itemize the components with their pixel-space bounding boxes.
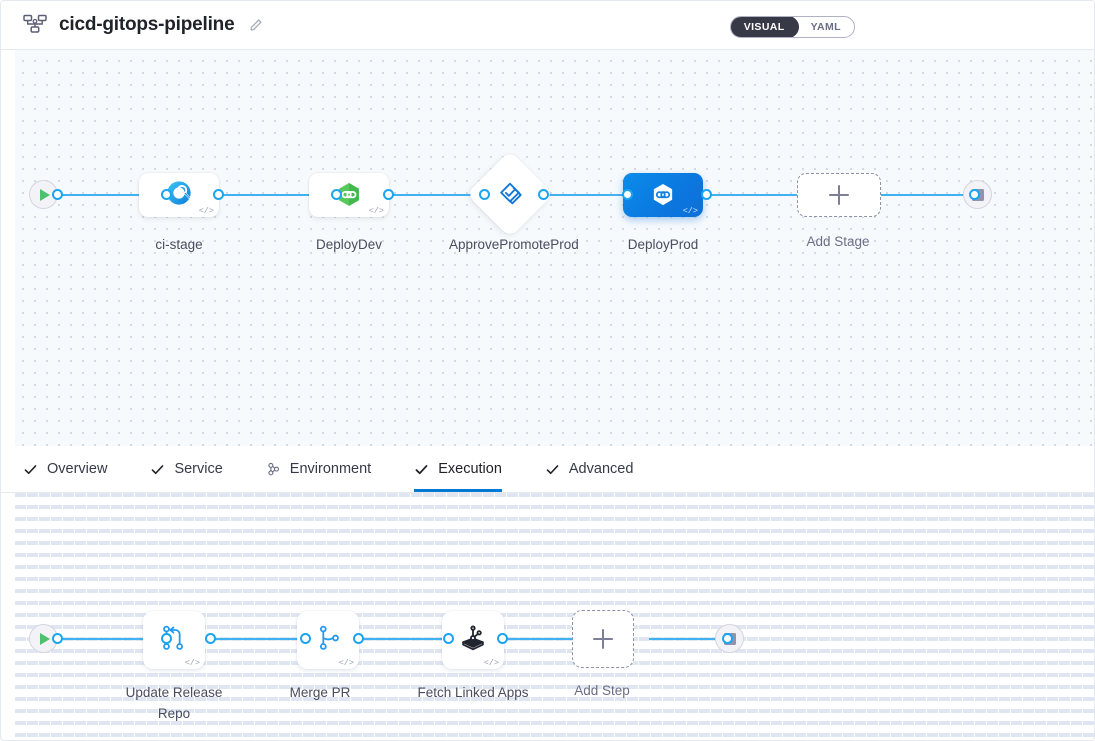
stage-node-ci-stage[interactable]: </> bbox=[139, 173, 219, 217]
port-merge-out[interactable] bbox=[353, 633, 364, 644]
port-step-start-out[interactable] bbox=[52, 633, 63, 644]
step-label-merge-pr: Merge PR bbox=[289, 685, 351, 700]
code-badge: </> bbox=[198, 205, 214, 216]
port-update-in[interactable] bbox=[161, 633, 172, 644]
stage-label-deploydev: DeployDev bbox=[315, 237, 383, 252]
code-badge: </> bbox=[682, 205, 698, 216]
code-badge: </> bbox=[184, 657, 200, 668]
add-step-label: Add Step bbox=[574, 683, 630, 698]
edit-pencil-icon[interactable] bbox=[248, 17, 264, 33]
port-ci-out[interactable] bbox=[213, 189, 224, 200]
stage-label-approvepromoteprod: ApprovePromoteProd bbox=[449, 237, 579, 252]
edge-fetch-to-addstep bbox=[489, 638, 579, 640]
tab-environment[interactable]: Environment bbox=[266, 446, 371, 492]
tab-overview[interactable]: Overview bbox=[23, 446, 107, 492]
view-mode-toggle[interactable]: VISUAL YAML bbox=[729, 16, 855, 38]
page-title: cicd-gitops-pipeline bbox=[59, 14, 235, 35]
add-stage-button[interactable] bbox=[797, 173, 881, 217]
toggle-visual[interactable]: VISUAL bbox=[730, 17, 799, 37]
edge-addstep-to-end bbox=[649, 638, 729, 640]
check-icon bbox=[414, 462, 429, 477]
pipeline-icon bbox=[23, 14, 47, 36]
play-icon bbox=[40, 632, 50, 645]
step-graph-canvas[interactable]: </> Update Release Repo </> Mer bbox=[15, 493, 1094, 740]
port-fetch-out[interactable] bbox=[497, 633, 508, 644]
play-icon bbox=[40, 188, 50, 201]
port-deployprod-in[interactable] bbox=[622, 189, 633, 200]
header-bar: cicd-gitops-pipeline VISUAL YAML bbox=[1, 1, 1094, 50]
tab-label: Environment bbox=[289, 461, 372, 477]
stage-config-tabs[interactable]: Overview Service Environment bbox=[1, 446, 1094, 493]
tab-service[interactable]: Service bbox=[150, 446, 223, 492]
tab-label: Advanced bbox=[568, 461, 634, 477]
code-badge: </> bbox=[368, 205, 384, 216]
check-icon bbox=[23, 462, 38, 477]
port-deploydev-in[interactable] bbox=[331, 189, 342, 200]
edge-merge-to-fetch bbox=[345, 638, 450, 640]
port-update-out[interactable] bbox=[205, 633, 216, 644]
edge-start-to-update bbox=[54, 638, 164, 640]
port-step-end-in[interactable] bbox=[722, 633, 733, 644]
hexagon-gitops-icon bbox=[648, 180, 678, 210]
port-approve-in[interactable] bbox=[479, 189, 490, 200]
port-merge-in[interactable] bbox=[300, 633, 311, 644]
tab-advanced[interactable]: Advanced bbox=[545, 446, 634, 492]
step-label-fetch-linked-apps: Fetch Linked Apps bbox=[417, 685, 529, 700]
ci-build-icon bbox=[165, 179, 193, 212]
check-icon bbox=[150, 462, 165, 477]
port-deploydev-out[interactable] bbox=[383, 189, 394, 200]
port-start-out[interactable] bbox=[52, 189, 63, 200]
edge-start-to-ci bbox=[54, 194, 164, 196]
check-icon bbox=[545, 462, 560, 477]
edge-update-to-merge bbox=[211, 638, 311, 640]
tab-label: Overview bbox=[47, 461, 108, 477]
code-badge: </> bbox=[338, 657, 354, 668]
git-merge-icon bbox=[312, 622, 344, 659]
plus-icon bbox=[829, 185, 849, 205]
edge-deployprod-to-addstage bbox=[710, 194, 820, 196]
toggle-yaml[interactable]: YAML bbox=[810, 21, 841, 33]
port-end-in[interactable] bbox=[969, 189, 980, 200]
stage-graph-canvas[interactable]: </> ci-stage </> DeployDev bbox=[15, 50, 1094, 446]
add-step-button[interactable] bbox=[572, 610, 634, 668]
port-ci-in[interactable] bbox=[161, 189, 172, 200]
infrastructure-icon bbox=[266, 462, 281, 477]
port-fetch-in[interactable] bbox=[443, 633, 454, 644]
argocd-apps-icon bbox=[457, 622, 489, 659]
code-badge: </> bbox=[483, 657, 499, 668]
stage-label-deployprod: DeployProd bbox=[627, 237, 699, 252]
header-left: cicd-gitops-pipeline bbox=[1, 14, 264, 36]
edge-addstage-to-end bbox=[879, 194, 979, 196]
step-node-update-release-repo[interactable]: </> bbox=[143, 611, 205, 669]
edge-approve-to-deployprod bbox=[547, 194, 657, 196]
hexagon-gitops-icon bbox=[334, 180, 364, 210]
port-deployprod-out[interactable] bbox=[701, 189, 712, 200]
tab-label: Execution bbox=[438, 461, 502, 477]
port-approve-out[interactable] bbox=[538, 189, 549, 200]
stage-label-ci-stage: ci-stage bbox=[155, 237, 203, 252]
stage-node-deployprod[interactable]: </> bbox=[623, 173, 703, 217]
add-stage-label: Add Stage bbox=[806, 234, 870, 249]
plus-icon bbox=[593, 629, 613, 649]
edge-ci-to-deploydev bbox=[222, 194, 332, 196]
stage-node-deploydev[interactable]: </> bbox=[309, 173, 389, 217]
tab-execution[interactable]: Execution bbox=[414, 446, 502, 492]
step-label-update-release-repo: Update Release Repo bbox=[125, 685, 223, 721]
tab-label: Service bbox=[174, 461, 223, 477]
edge-deploydev-to-approve bbox=[392, 194, 502, 196]
